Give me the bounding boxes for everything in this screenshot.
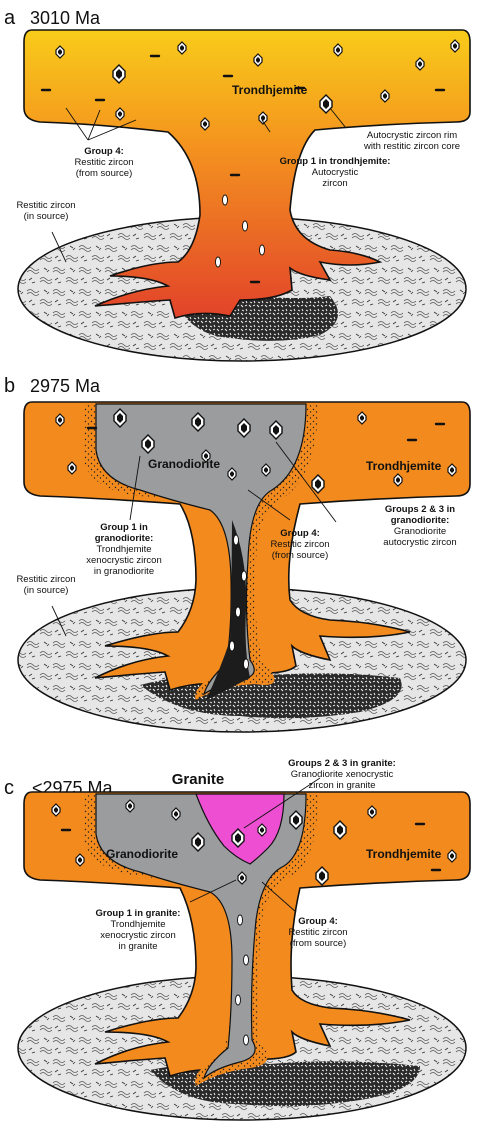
groups23-title: Groups 2 & 3 in granite: [288,758,396,769]
group1-line2: zircon [322,178,347,189]
groups23-title2: granodiorite: [391,515,450,526]
granodiorite-label: Granodiorite [148,457,220,471]
panel-a: a 3010 Ma Trondhjemite Group 4: Restitic… [4,7,470,361]
granodiorite-label: Granodiorite [106,847,178,861]
group1-line2: xenocrystic zircon [100,930,176,941]
panel-age: 2975 Ma [30,376,101,396]
group4-title: Group 4: [84,146,124,157]
groups23-title: Groups 2 & 3 in [385,504,455,515]
panel-age: 3010 Ma [30,8,101,28]
panel-c: c <2975 Ma Granite Granodiorite Trondhje… [4,758,470,1120]
group4-line2: (from source) [272,550,328,561]
restitic-line2: (in source) [24,585,69,596]
group1-line3: in granodiorite [94,566,154,577]
group1-title: Group 1 in trondhjemite: [280,156,391,167]
rim-line1: Autocrystic zircon rim [367,130,457,141]
trondhjemite-label: Trondhjemite [366,459,442,473]
rim-line2: with restitic zircon core [363,141,460,152]
panel-letter: a [4,7,16,29]
groups23-line1: Granodiorite xenocrystic [291,769,394,780]
restitic-line1: Restitic zircon [16,200,75,211]
group4-title: Group 4: [298,916,338,927]
group1-line1: Trondhjemite [110,919,165,930]
trondhjemite-label: Trondhjemite [232,83,308,97]
granite-label: Granite [172,771,225,788]
group1-title: Group 1 in granite: [96,908,181,919]
group4-line1: Restitic zircon [270,539,329,550]
panel-letter: b [4,375,15,397]
group1-title2: granodiorite: [95,533,154,544]
restitic-line2: (in source) [24,211,69,222]
group4-line2: (from source) [290,938,346,949]
groups23-line1: Granodiorite [394,526,446,537]
group1-line2: xenocrystic zircon [86,555,162,566]
group4-line1: Restitic zircon [288,927,347,938]
panel-letter: c [4,777,14,799]
group1-title: Group 1 in [100,522,148,533]
groups23-line2: zircon in granite [308,780,375,791]
group4-title: Group 4: [280,528,320,539]
group1-line3: in granite [118,941,157,952]
group4-line1: Restitic zircon [74,157,133,168]
panel-b: b 2975 Ma Granodiorite Trondhjemite Grou… [4,375,470,732]
trondhjemite-label: Trondhjemite [366,847,442,861]
group1-line1: Trondhjemite [96,544,151,555]
groups23-line2: autocrystic zircon [383,537,456,548]
restitic-line1: Restitic zircon [16,574,75,585]
group1-line1: Autocrystic [312,167,359,178]
group4-line2: (from source) [76,168,132,179]
